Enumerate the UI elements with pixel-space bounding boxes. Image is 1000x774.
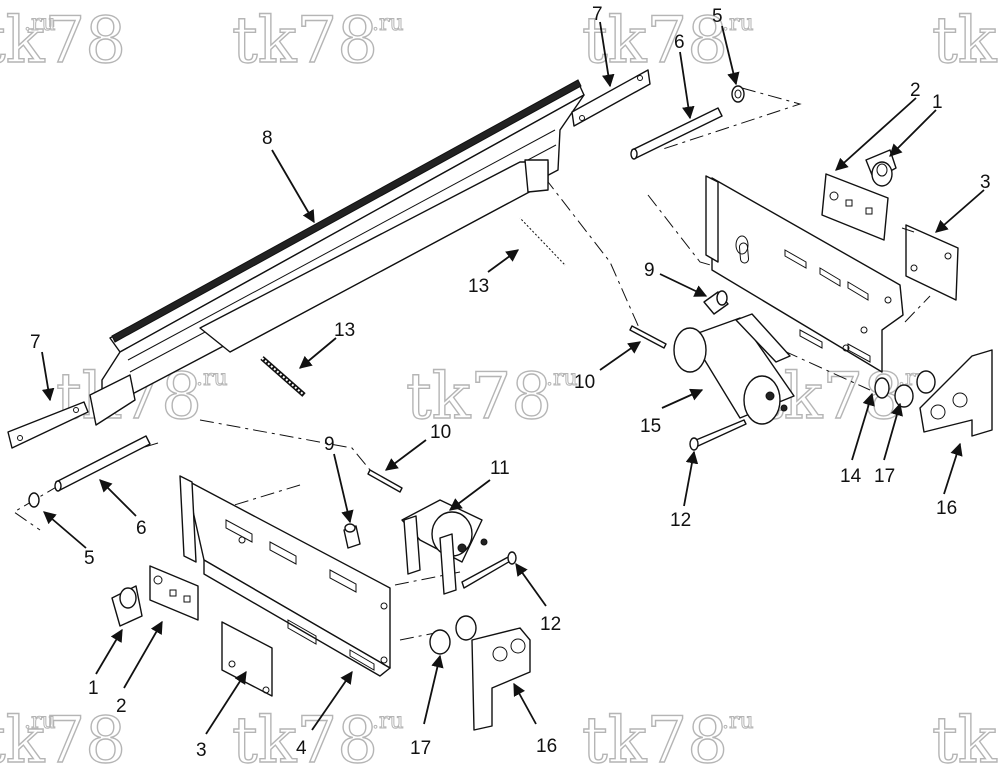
callout-15: 15 [640,416,661,437]
part-5-washer-left [28,492,40,508]
callout-9: 9 [644,260,655,281]
part-10-clip-left [367,469,403,493]
callout-6: 6 [674,32,685,53]
watermark: tk78.ru [581,703,754,774]
callout-14: 14 [840,466,862,487]
callout-10: 10 [574,372,595,393]
svg-text:tk78: tk78 [0,704,126,774]
part-16-bracket-left [471,627,531,731]
watermarks: tk78.ru tk78.ru tk78.ru tk78 tk78.ru tk7… [0,3,1000,774]
callout-6: 6 [136,518,147,539]
part-14-washer [874,377,890,399]
callout-8: 8 [262,128,273,149]
part-17-grommet-right [894,370,936,408]
part-12-bolt-right [689,419,747,451]
callout-17: 17 [410,738,431,759]
svg-text:tk78: tk78 [932,4,1000,78]
callout-3: 3 [980,172,991,193]
svg-text:.ru: .ru [24,709,56,734]
callout-10: 10 [430,422,451,443]
callout-16: 16 [536,736,557,757]
svg-text:tk78: tk78 [232,704,378,774]
callout-17: 17 [874,466,895,487]
part-3-bracket-left [221,621,273,697]
watermark: tk78.ru [405,359,578,434]
callout-1: 1 [88,678,99,699]
callout-12: 12 [670,510,691,531]
part-3-bracket-right [901,224,959,301]
part-7-flat-bar-left [7,401,89,449]
svg-text:tk78: tk78 [0,4,126,78]
callout-2: 2 [116,696,127,717]
callout-5: 5 [84,548,95,569]
part-11-solenoid [401,499,488,595]
part-16-bracket-right [919,349,993,437]
svg-text:.ru: .ru [722,11,754,36]
right-mounting-plate [705,175,904,373]
callout-labels: 8 7 6 5 2 1 3 13 9 10 13 7 15 14 17 16 1… [30,4,991,761]
svg-text:tk78: tk78 [232,4,378,78]
part-8-long-rail [89,79,585,426]
callout-16: 16 [936,498,957,519]
svg-text:tk78: tk78 [582,704,728,774]
callout-3: 3 [196,740,207,761]
svg-text:.ru: .ru [372,709,404,734]
callout-13: 13 [334,320,355,341]
svg-text:.ru: .ru [546,366,578,391]
svg-text:.ru: .ru [722,709,754,734]
svg-text:tk78: tk78 [406,360,552,434]
part-10-clip-right [629,325,667,349]
svg-text:.ru: .ru [372,11,404,36]
part-1-stud-right [865,149,897,187]
part-5-washer-top [731,85,745,103]
part-9-bushing-right [703,290,729,315]
callout-5: 5 [712,6,723,27]
left-mounting-plate [179,475,391,677]
part-2-plate-left [149,565,199,621]
callout-1: 1 [932,92,943,113]
watermark: tk78.ru [231,3,404,78]
part-13-spring-left [260,356,306,397]
svg-text:.ru: .ru [24,11,56,36]
part-6-pin-top [630,107,723,160]
part-9-bushing-left [343,523,361,549]
callout-2: 2 [910,80,921,101]
callout-7: 7 [30,332,41,353]
watermark: tk78.ru [231,703,404,774]
callout-4: 4 [296,738,307,759]
svg-text:tk78: tk78 [932,704,1000,774]
part-2-plate-right [821,173,889,241]
callout-12: 12 [540,614,561,635]
watermark: tk78 [931,3,1000,78]
watermark: tk78.ru [0,3,127,78]
callout-7: 7 [592,4,603,25]
callout-13: 13 [468,276,489,297]
part-7-flat-bar-top [571,69,651,127]
part-17-grommet-left [429,615,477,655]
part-12-bolt-left [461,551,517,589]
part-1-stud-left [111,585,143,627]
svg-text:tk78: tk78 [582,4,728,78]
watermark: tk78 [931,703,1000,774]
watermark: tk78.ru [0,703,127,774]
part-13-spring-top [519,217,566,266]
callout-11: 11 [490,458,510,479]
leader-lines [41,21,985,735]
part-15-motor [673,313,795,425]
part-6-pin-left [54,435,151,492]
callout-9: 9 [324,434,335,455]
svg-text:.ru: .ru [196,366,228,391]
